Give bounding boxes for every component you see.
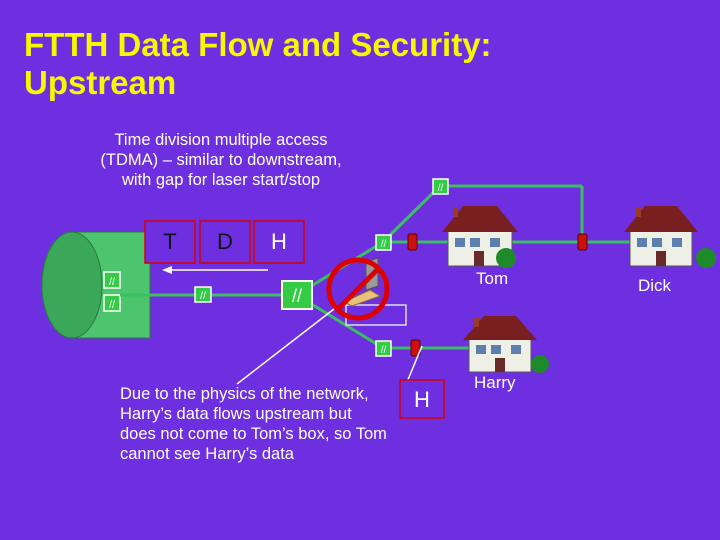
physics-note: Due to the physics of the network, Harry…	[120, 385, 387, 463]
harry-packet-arrow	[406, 345, 423, 383]
title-line-2: Upstream	[24, 64, 177, 101]
splitter-filter-icon	[281, 280, 313, 310]
tom-box-blocked	[326, 257, 407, 326]
dick-label: Dick	[638, 276, 672, 295]
tom-line-filter-icon	[375, 234, 392, 251]
upstream-arrow-head	[162, 266, 172, 274]
splitter-filter-mark: //	[292, 286, 302, 306]
dick-line-filter-mark: //	[438, 183, 444, 194]
packet-d	[199, 220, 251, 264]
tom-line-filter-mark: //	[381, 239, 387, 250]
harry-line-filter-icon	[375, 340, 392, 357]
packet-d-label: D	[217, 229, 233, 254]
harry-line-filter-mark: //	[381, 345, 387, 356]
slide-title: FTTH Data Flow and Security: Upstream	[24, 26, 492, 102]
trunk-filter-mark: //	[200, 290, 207, 302]
trunk-filter-icon	[194, 286, 212, 303]
tom-label: Tom	[476, 269, 508, 288]
prohibited-icon	[326, 257, 390, 321]
upstream-packets: T D H	[144, 220, 305, 274]
fiber-lines	[120, 184, 660, 350]
branch-fiber-top	[381, 184, 442, 244]
dick-ont-icon	[577, 233, 588, 251]
central-office-olt: // //	[41, 231, 151, 339]
branch-fiber-lower	[299, 295, 384, 350]
title-line-1: FTTH Data Flow and Security:	[24, 26, 492, 63]
packet-t-label: T	[163, 229, 176, 254]
tom-house-icon	[442, 206, 518, 268]
callout-line	[236, 308, 335, 385]
olt-filter-2-mark: //	[109, 299, 116, 311]
harry-label: Harry	[474, 373, 516, 392]
dick-line-filter-icon	[432, 178, 449, 195]
packet-h	[253, 220, 305, 264]
packet-h-label: H	[271, 229, 287, 254]
olt-filter-2-icon	[103, 294, 121, 312]
harry-house-icon	[463, 316, 549, 373]
tom-ont-icon	[407, 233, 418, 251]
tdma-note: Time division multiple access (TDMA) – s…	[100, 131, 342, 189]
packet-t	[144, 220, 196, 264]
harry-packet-label: H	[414, 387, 430, 412]
harry-ont-icon	[410, 339, 421, 357]
harry-packet-box	[399, 379, 445, 419]
filter-boxes: // // // // //	[194, 178, 449, 357]
olt-filter-1-icon	[103, 271, 121, 289]
olt-filter-1-mark: //	[109, 276, 116, 288]
prohibited-slash	[336, 267, 380, 311]
dick-house-icon	[624, 206, 716, 268]
harry-packet: H	[399, 345, 445, 419]
ont-boxes	[407, 233, 588, 357]
